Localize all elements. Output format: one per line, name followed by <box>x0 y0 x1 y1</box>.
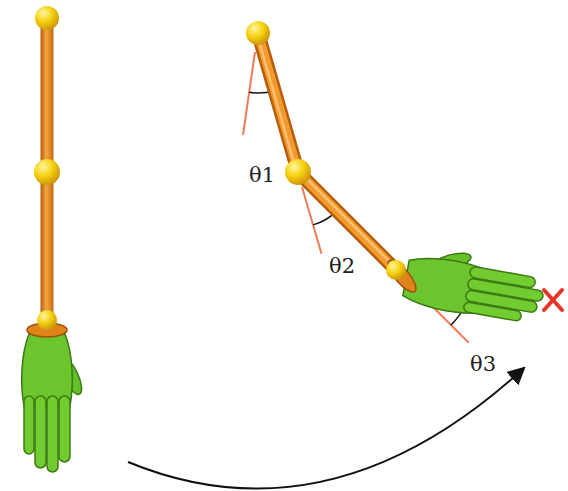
angle-label: θ2 <box>327 254 357 278</box>
forearm-rod <box>41 172 54 322</box>
upper-arm-rod <box>41 18 54 172</box>
wrist-joint <box>37 310 57 330</box>
upper-arm-rod <box>41 18 54 172</box>
elbow-joint <box>34 159 60 185</box>
bent-arm <box>246 21 549 327</box>
shoulder-joint <box>246 21 270 45</box>
angle-label: θ3 <box>468 352 498 376</box>
rod-highlight <box>257 34 297 173</box>
wrist-band <box>384 256 420 296</box>
upper-arm-rod <box>258 33 298 172</box>
upper-arm-rod <box>258 33 298 172</box>
target-cross <box>544 290 562 310</box>
wrist-joint <box>386 260 406 280</box>
straight-arm <box>22 6 86 472</box>
hand <box>22 334 86 472</box>
shoulder-joint <box>35 6 59 30</box>
angle-label: θ1 <box>247 163 277 187</box>
elbow-joint <box>285 159 311 185</box>
hand <box>402 240 549 327</box>
motion-arrow <box>128 369 523 489</box>
